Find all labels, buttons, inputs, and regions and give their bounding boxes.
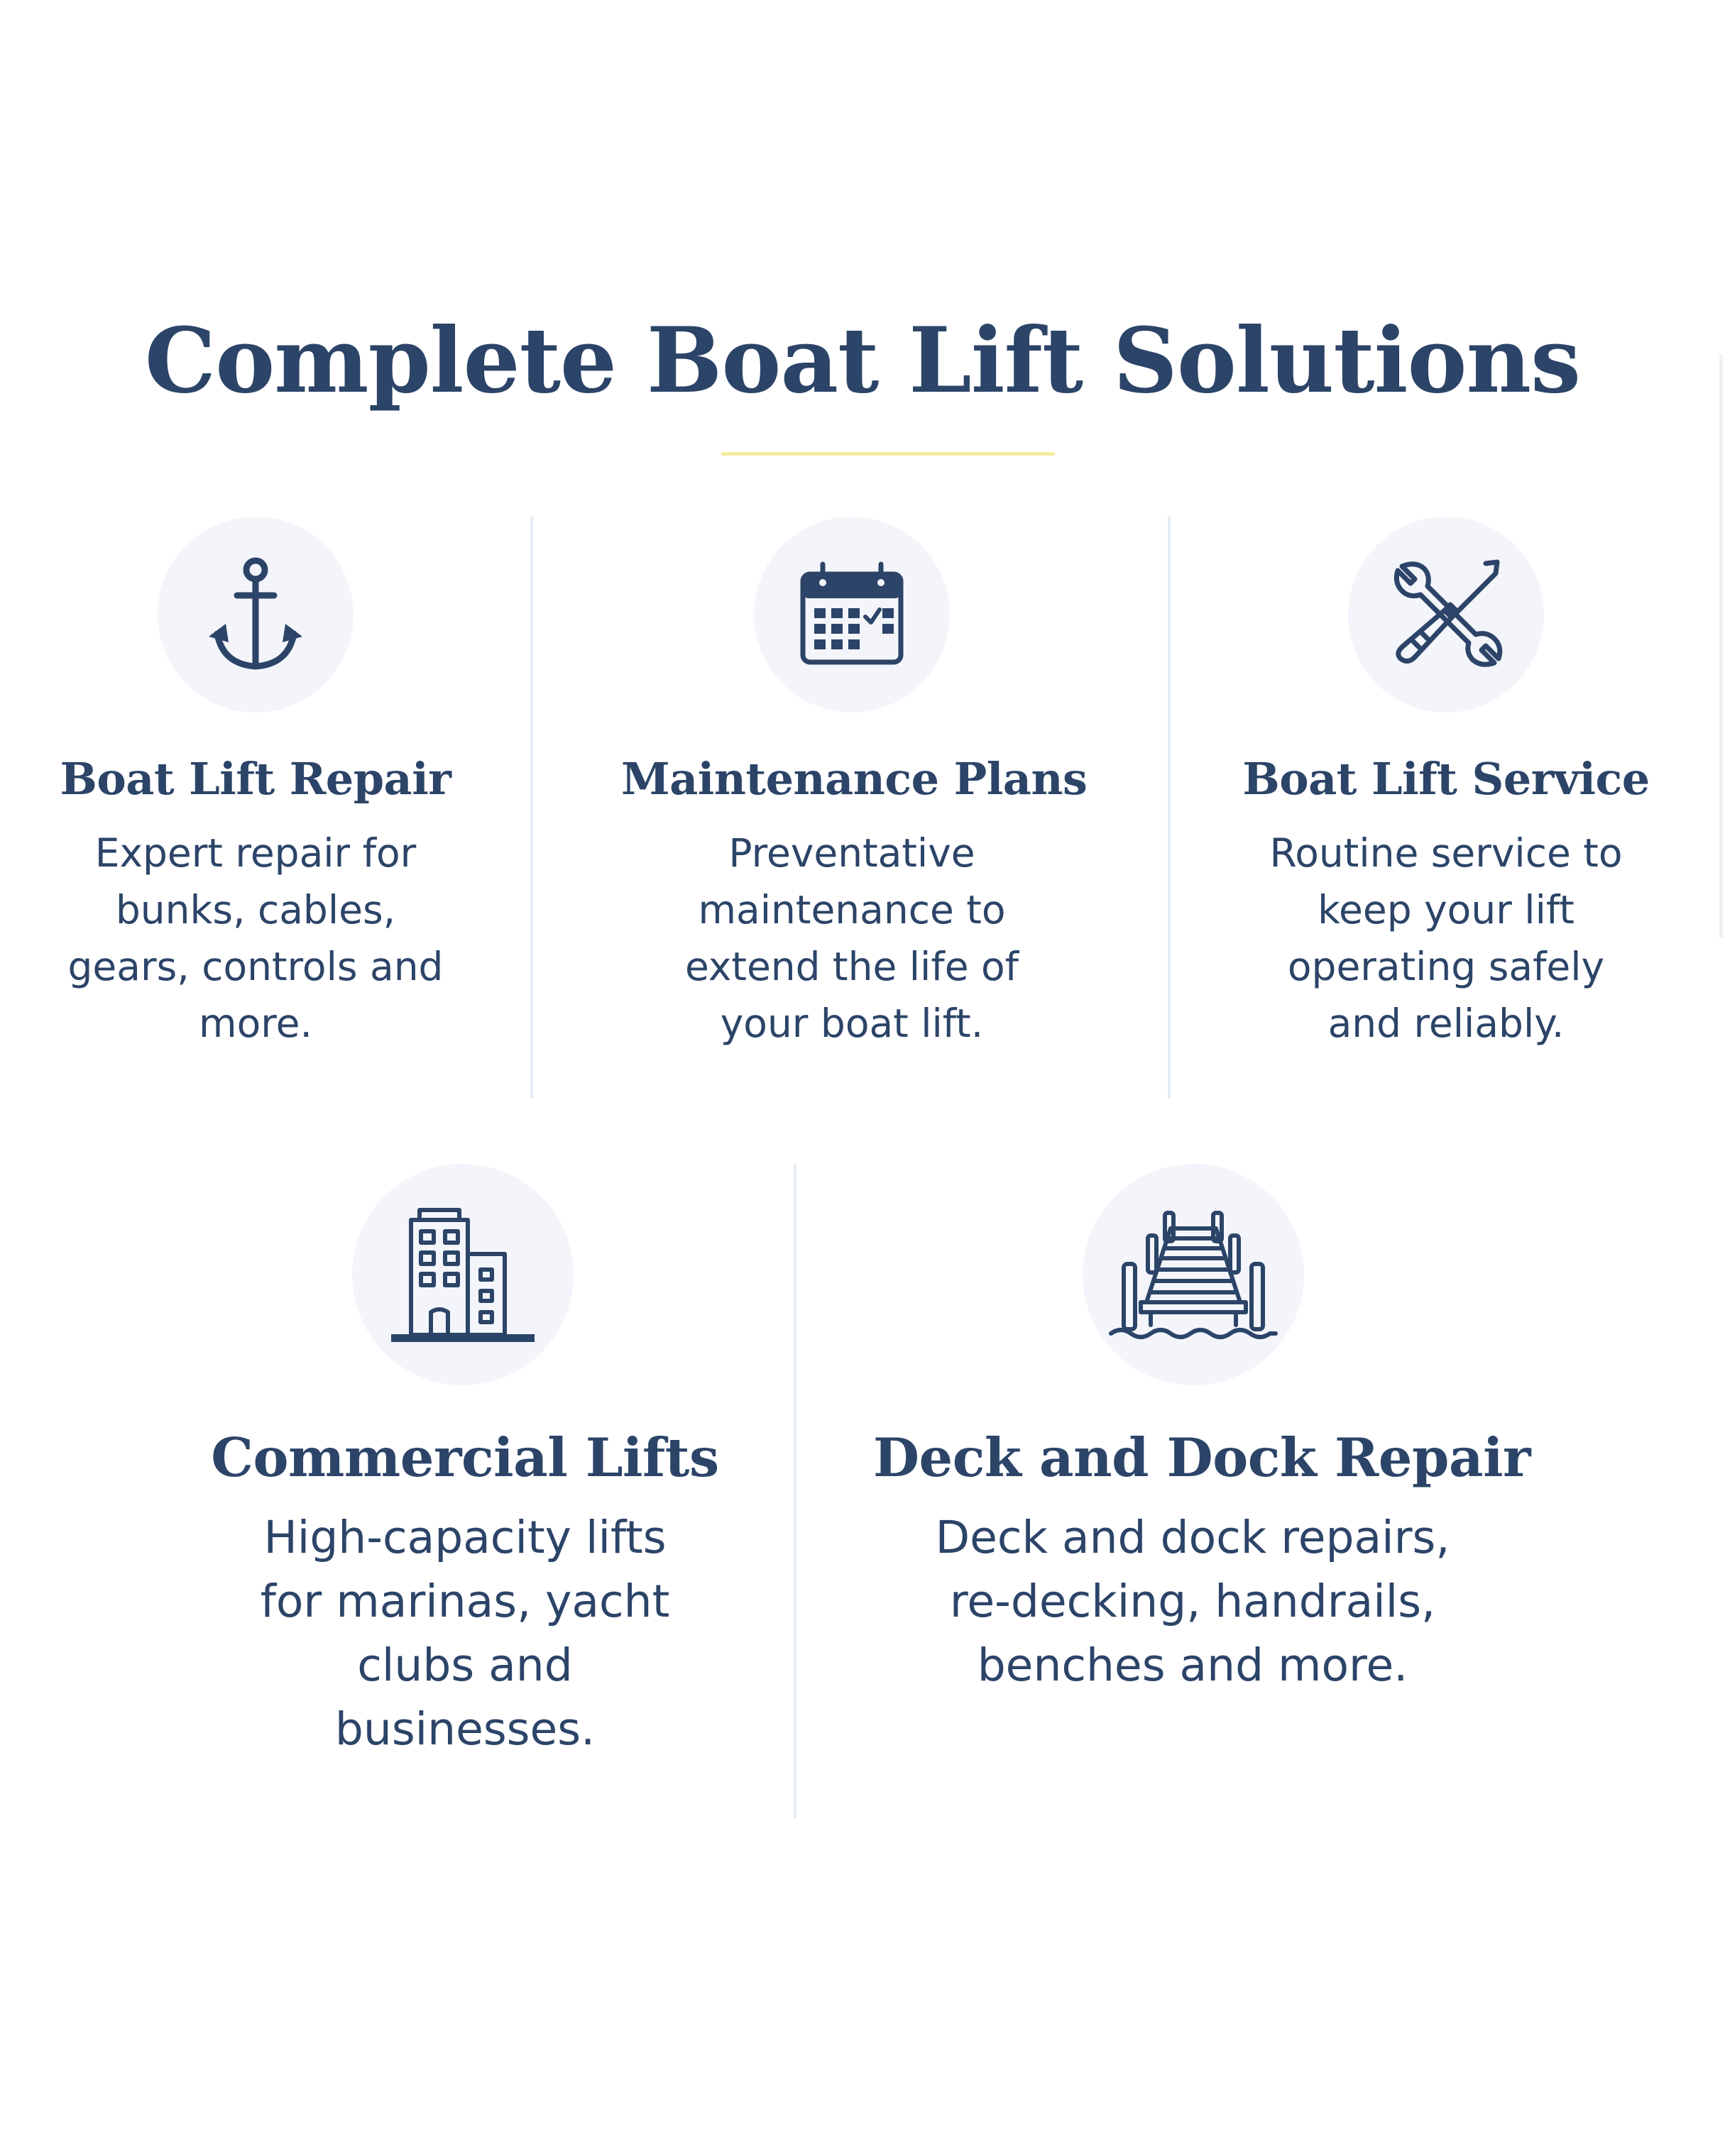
service-card-boat-lift-service: Boat Lift Service Routine service to kee… [1215, 0, 1677, 1135]
anchor-icon [209, 557, 302, 670]
calendar-icon [800, 561, 904, 665]
service-title: Deck and Dock Repair [873, 1426, 1531, 1489]
icon-circle [158, 517, 354, 713]
service-description: Deck and dock repairs, re-decking, handr… [935, 1512, 1450, 1691]
service-card-maintenance-plans: Maintenance Plans Preventative maintenan… [621, 0, 1088, 1135]
service-card-boat-lift-repair: Boat Lift Repair Expert repair for bunks… [43, 0, 469, 1135]
divider-row2-center [794, 1164, 796, 1818]
divider-row1-left [530, 517, 533, 1099]
service-title: Commercial Lifts [211, 1426, 719, 1489]
service-card-commercial-lifts: Commercial Lifts High-capacity lifts for… [177, 0, 752, 1845]
dock-icon [1109, 1211, 1278, 1339]
icon-circle [1348, 517, 1544, 713]
tools-icon [1393, 559, 1503, 667]
service-title: Maintenance Plans [621, 753, 1088, 805]
service-card-deck-and-dock-repair: Deck and Dock Repair Deck and dock repai… [873, 0, 1531, 1845]
service-description: Expert repair for bunks, cables, gears, … [67, 830, 444, 1046]
page-title: Complete Boat Lift Solutions [144, 308, 1581, 413]
service-description: High-capacity lifts for marinas, yacht c… [260, 1512, 670, 1755]
page-edge-line [1719, 355, 1723, 938]
service-description: Preventative maintenance to extend the l… [684, 830, 1019, 1046]
service-description: Routine service to keep your lift operat… [1269, 830, 1623, 1046]
divider-row1-right [1168, 517, 1171, 1099]
service-title: Boat Lift Service [1242, 753, 1650, 805]
service-title: Boat Lift Repair [60, 753, 451, 805]
title-underline [721, 452, 1055, 456]
icon-circle [1083, 1164, 1304, 1385]
icon-circle [352, 1164, 574, 1385]
building-icon [391, 1208, 535, 1342]
icon-circle [754, 517, 950, 713]
